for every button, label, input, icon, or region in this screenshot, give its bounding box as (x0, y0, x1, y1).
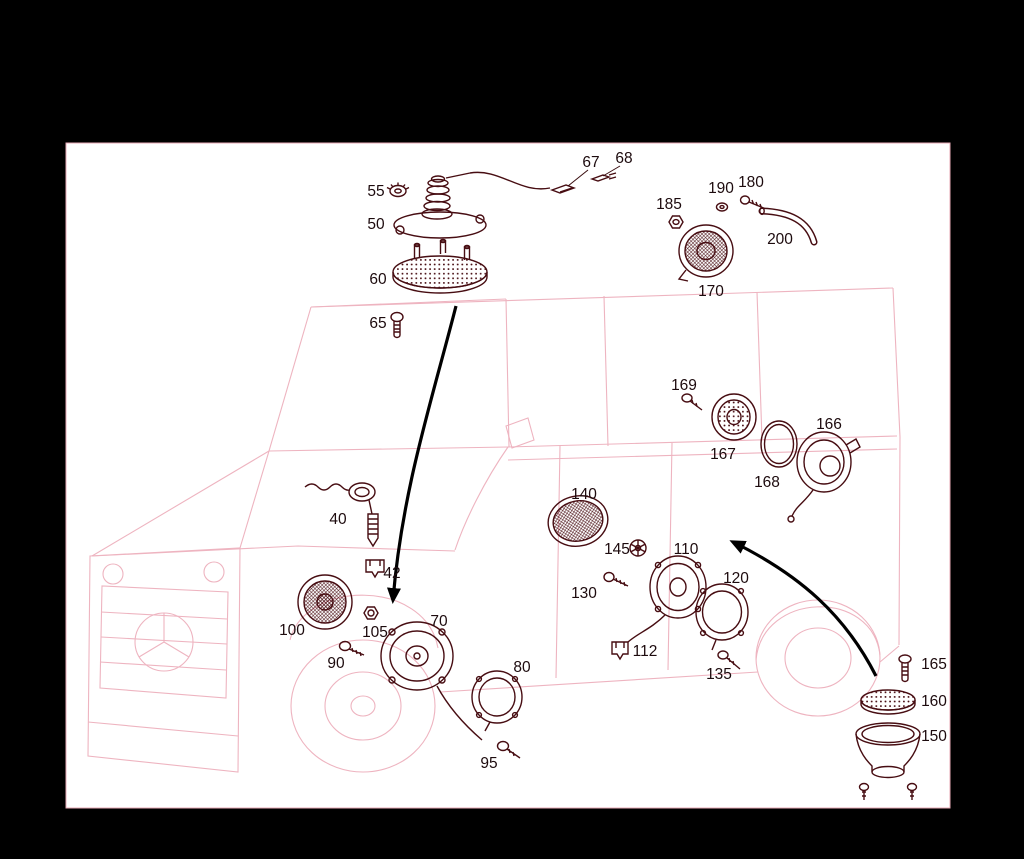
part-166-speaker (787, 431, 861, 523)
part-95-screw (496, 740, 521, 759)
part-130-screw (603, 571, 629, 587)
part-label-167[interactable]: 167 (710, 446, 736, 463)
part-60-antenna-plate (392, 238, 488, 294)
part-label-150[interactable]: 150 (921, 728, 947, 745)
part-label-145[interactable]: 145 (604, 541, 630, 558)
part-110-speaker (627, 555, 707, 643)
part-label-105[interactable]: 105 (362, 624, 388, 641)
part-label-90[interactable]: 90 (327, 655, 345, 672)
part-180-screw (739, 195, 767, 210)
part-42-connector (365, 559, 385, 579)
locator-arrow-speaker (729, 540, 878, 677)
part-label-68[interactable]: 68 (615, 150, 632, 167)
part-150-speaker (855, 722, 921, 800)
part-label-200[interactable]: 200 (767, 231, 793, 248)
part-label-185[interactable]: 185 (656, 196, 682, 213)
part-140-grille (547, 495, 609, 547)
part-label-166[interactable]: 166 (816, 416, 842, 433)
part-label-135[interactable]: 135 (706, 666, 732, 683)
part-167-grille (711, 393, 757, 441)
part-label-140[interactable]: 140 (571, 486, 597, 503)
part-label-67[interactable]: 67 (582, 154, 599, 171)
part-185-nut (668, 215, 684, 229)
part-50-antenna-base (393, 171, 551, 239)
part-55-lock-washer (386, 182, 410, 198)
part-label-42[interactable]: 42 (383, 565, 400, 582)
leader-line-67 (567, 169, 589, 187)
part-label-170[interactable]: 170 (698, 283, 724, 300)
part-40-tweeter (304, 482, 379, 548)
part-label-80[interactable]: 80 (513, 659, 531, 676)
part-label-55[interactable]: 55 (367, 183, 384, 200)
part-label-40[interactable]: 40 (329, 511, 347, 528)
part-label-100[interactable]: 100 (279, 622, 305, 639)
part-label-110[interactable]: 110 (674, 541, 699, 558)
part-135-screw (717, 650, 741, 670)
part-label-165[interactable]: 165 (921, 656, 947, 673)
part-145-vent (629, 539, 647, 557)
part-label-50[interactable]: 50 (367, 216, 385, 233)
part-label-95[interactable]: 95 (480, 755, 497, 772)
vehicle-outline (87, 287, 901, 773)
part-90-screw (338, 640, 365, 657)
part-label-130[interactable]: 130 (571, 585, 597, 602)
part-190-washer (715, 202, 729, 212)
part-label-190[interactable]: 190 (708, 180, 734, 197)
part-112-connector (611, 641, 629, 661)
part-120-ring (695, 583, 749, 651)
part-169-screw (681, 393, 703, 411)
part-label-120[interactable]: 120 (723, 570, 749, 587)
part-label-112[interactable]: 112 (633, 643, 658, 660)
locator-arrow-antenna (387, 305, 458, 604)
part-200-tube (758, 206, 818, 246)
leader-line-68 (602, 165, 621, 177)
part-80-ring (471, 670, 523, 732)
part-105-nut (363, 606, 379, 620)
part-label-70[interactable]: 70 (430, 613, 448, 630)
part-67-antenna-connector (549, 184, 577, 194)
part-168-ring (760, 420, 798, 468)
part-70-speaker (380, 621, 483, 741)
part-100-grille (297, 574, 353, 630)
part-label-180[interactable]: 180 (738, 174, 764, 191)
part-label-60[interactable]: 60 (369, 271, 387, 288)
part-65-screw (390, 311, 404, 339)
part-label-169[interactable]: 169 (671, 377, 697, 394)
part-170-speaker (677, 224, 734, 282)
part-160-mesh-disc (860, 689, 916, 715)
part-68-antenna-plug (589, 172, 617, 182)
part-label-168[interactable]: 168 (754, 474, 780, 491)
part-label-65[interactable]: 65 (369, 315, 386, 332)
part-label-160[interactable]: 160 (921, 693, 947, 710)
part-165-screw (898, 654, 912, 683)
